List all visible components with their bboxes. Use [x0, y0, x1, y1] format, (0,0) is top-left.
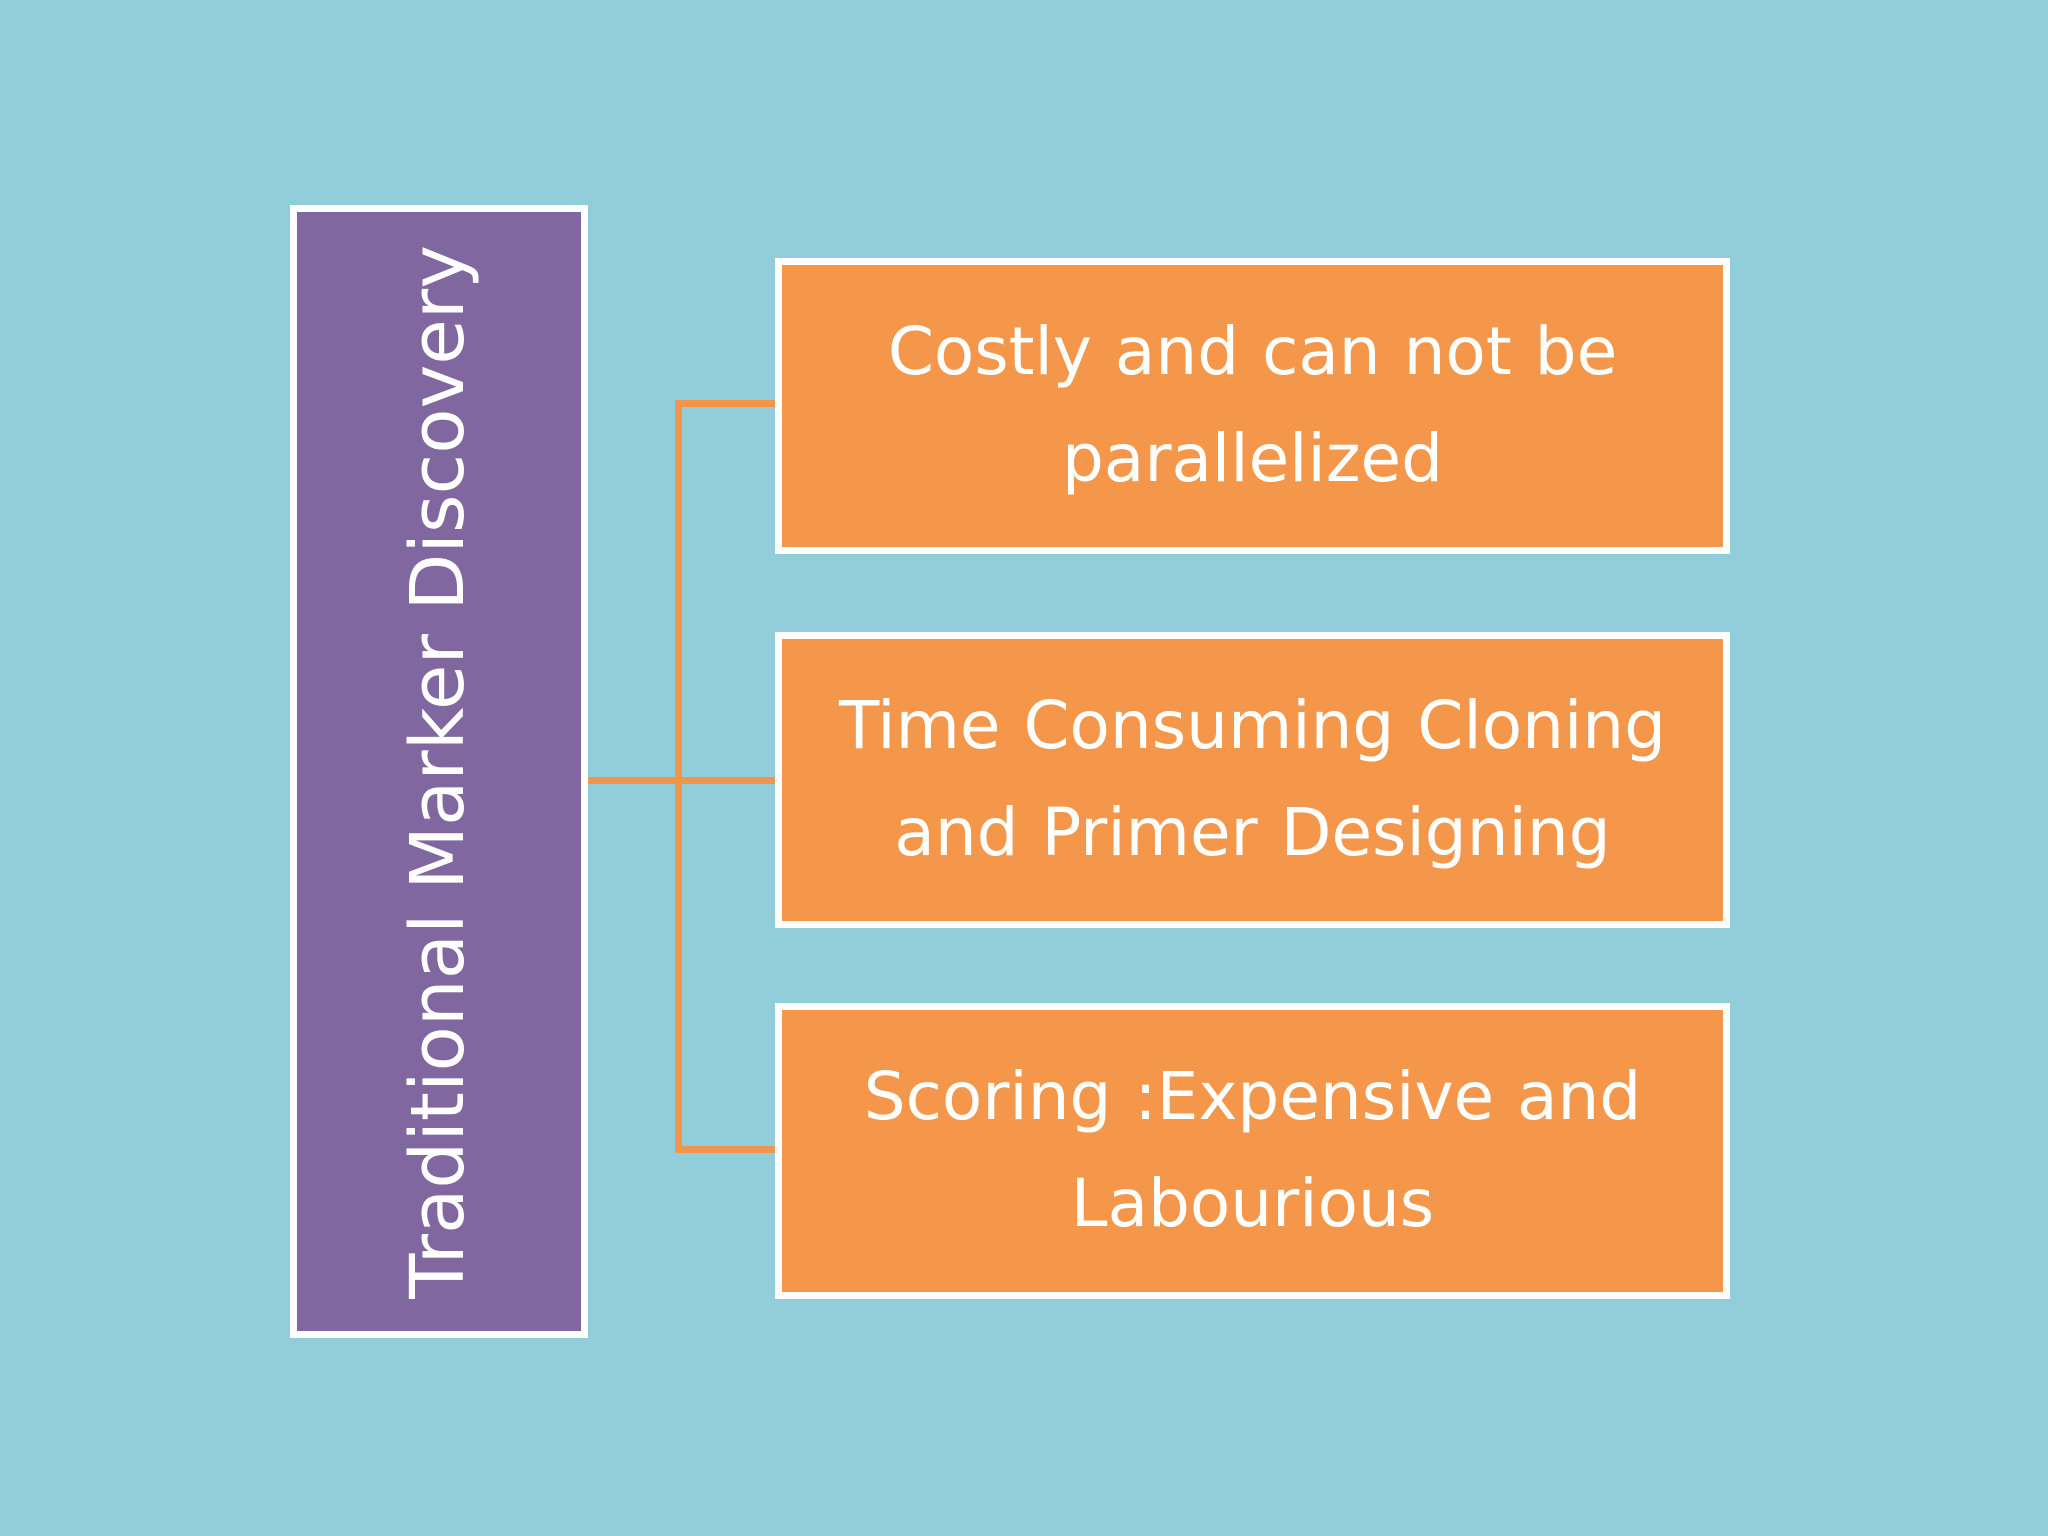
root-node-label: Traditional Marker Discovery [395, 244, 482, 1299]
leaf-node-3-label: Scoring :Expensive and Labourious [863, 1058, 1642, 1242]
root-node-label-wrapper: Traditional Marker Discovery [297, 212, 581, 1331]
leaf-node-3[interactable]: Scoring :Expensive and Labourious [775, 1003, 1730, 1299]
leaf-node-1[interactable]: Costly and can not be parallelized [775, 258, 1730, 554]
leaf-node-2-label: Time Consuming Cloning and Primer Design… [838, 687, 1667, 871]
connector-branch-2 [675, 777, 782, 784]
root-node-traditional-marker-discovery[interactable]: Traditional Marker Discovery [290, 205, 588, 1338]
leaf-node-2[interactable]: Time Consuming Cloning and Primer Design… [775, 632, 1730, 928]
connector-spine [675, 400, 682, 1153]
connector-stem [588, 777, 682, 784]
leaf-node-1-label: Costly and can not be parallelized [887, 313, 1618, 497]
connector-branch-1 [675, 400, 782, 407]
connector-branch-3 [675, 1146, 782, 1153]
